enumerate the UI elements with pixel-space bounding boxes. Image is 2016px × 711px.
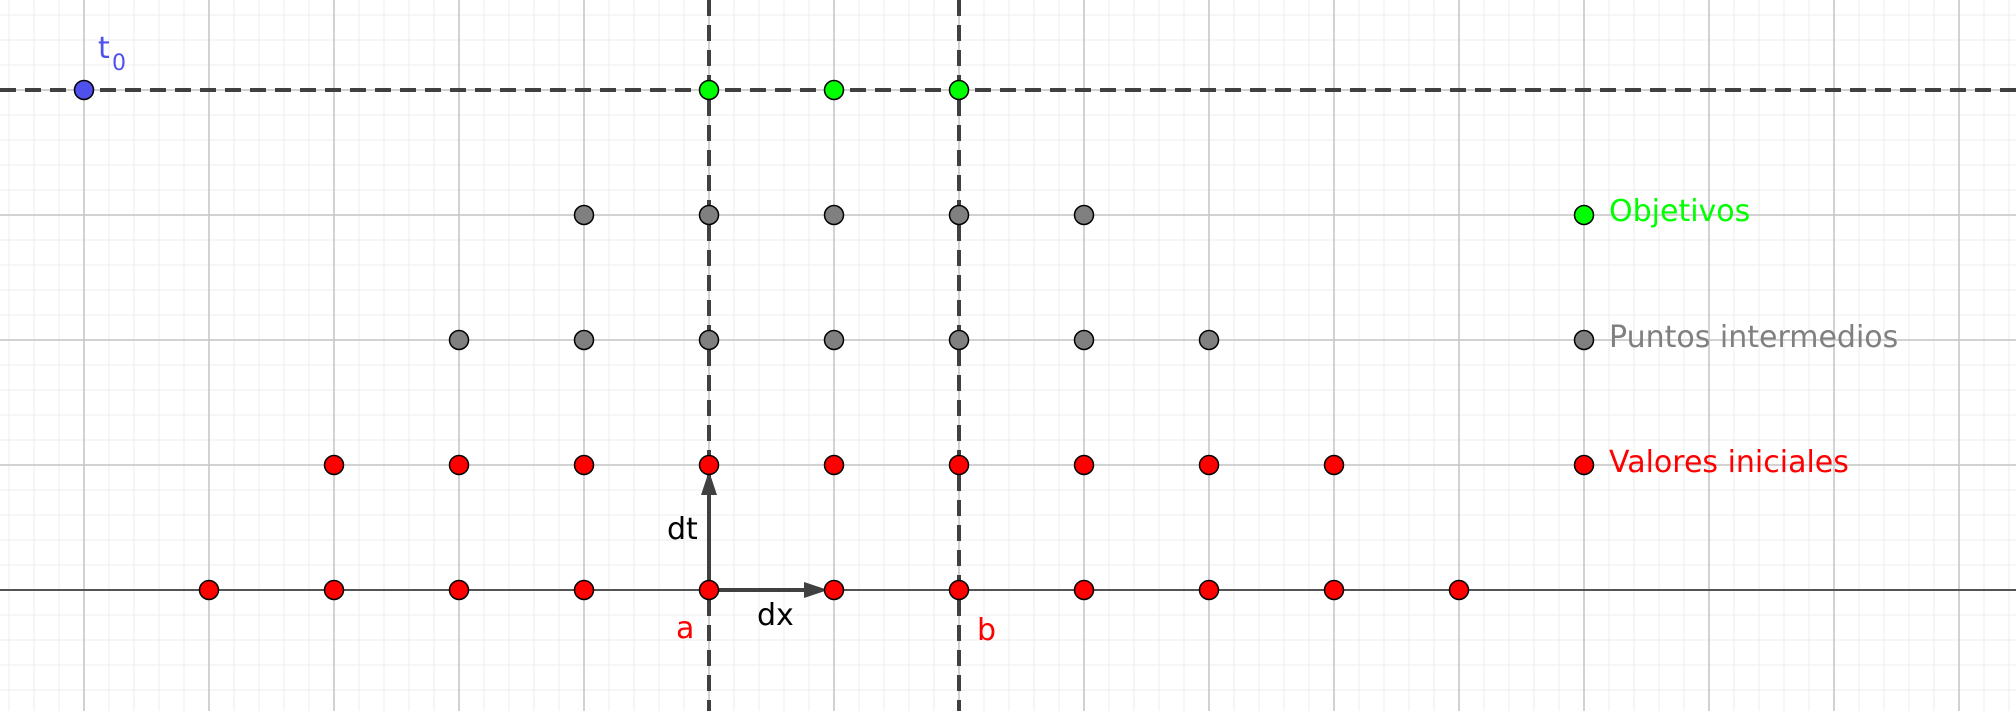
intermediate-point <box>573 204 595 226</box>
dt-arrow-head <box>701 471 717 495</box>
step-arrows <box>701 471 828 598</box>
initial-value-point <box>323 454 345 476</box>
t0-point <box>73 79 95 101</box>
initial-value-point <box>1073 579 1095 601</box>
intermediate-point <box>823 204 845 226</box>
intermediate-point <box>1198 329 1220 351</box>
objective-point <box>948 79 970 101</box>
initial-value-point <box>1323 579 1345 601</box>
initial-value-point <box>823 579 845 601</box>
objective-point <box>698 79 720 101</box>
initial-value-point <box>698 579 720 601</box>
initial-value-point <box>1448 579 1470 601</box>
t0-subscript: 0 <box>112 51 126 76</box>
dx-arrow-head <box>804 582 828 598</box>
intermediate-point <box>698 204 720 226</box>
initial-value-point <box>198 579 220 601</box>
legend-iniciales-marker <box>1573 454 1595 476</box>
legend: Objetivos Puntos intermedios Valores ini… <box>1573 194 1898 480</box>
dt-label: dt <box>667 512 698 547</box>
intermediate-point <box>1073 204 1095 226</box>
intermediate-point <box>448 329 470 351</box>
legend-objetivos-marker <box>1573 204 1595 226</box>
objective-point <box>823 79 845 101</box>
initial-value-point <box>1198 579 1220 601</box>
initial-value-point <box>323 579 345 601</box>
legend-intermedios-marker <box>1573 329 1595 351</box>
t0-label: t <box>98 31 110 66</box>
initial-value-point <box>573 454 595 476</box>
points <box>73 79 1470 601</box>
a-label: a <box>676 611 694 646</box>
intermediate-point <box>823 329 845 351</box>
legend-iniciales-label: Valores iniciales <box>1609 445 1849 480</box>
intermediate-point <box>698 329 720 351</box>
initial-value-point <box>448 579 470 601</box>
initial-value-point <box>1323 454 1345 476</box>
intermediate-point <box>948 329 970 351</box>
intermediate-point <box>573 329 595 351</box>
initial-value-point <box>823 454 845 476</box>
dx-label: dx <box>757 598 794 633</box>
initial-value-point <box>698 454 720 476</box>
initial-value-point <box>573 579 595 601</box>
initial-value-point <box>1198 454 1220 476</box>
initial-value-point <box>448 454 470 476</box>
legend-objetivos-label: Objetivos <box>1609 194 1750 229</box>
b-label: b <box>977 613 996 648</box>
legend-intermedios-label: Puntos intermedios <box>1609 320 1898 355</box>
intermediate-point <box>948 204 970 226</box>
intermediate-point <box>1073 329 1095 351</box>
initial-value-point <box>1073 454 1095 476</box>
initial-value-point <box>948 579 970 601</box>
initial-value-point <box>948 454 970 476</box>
